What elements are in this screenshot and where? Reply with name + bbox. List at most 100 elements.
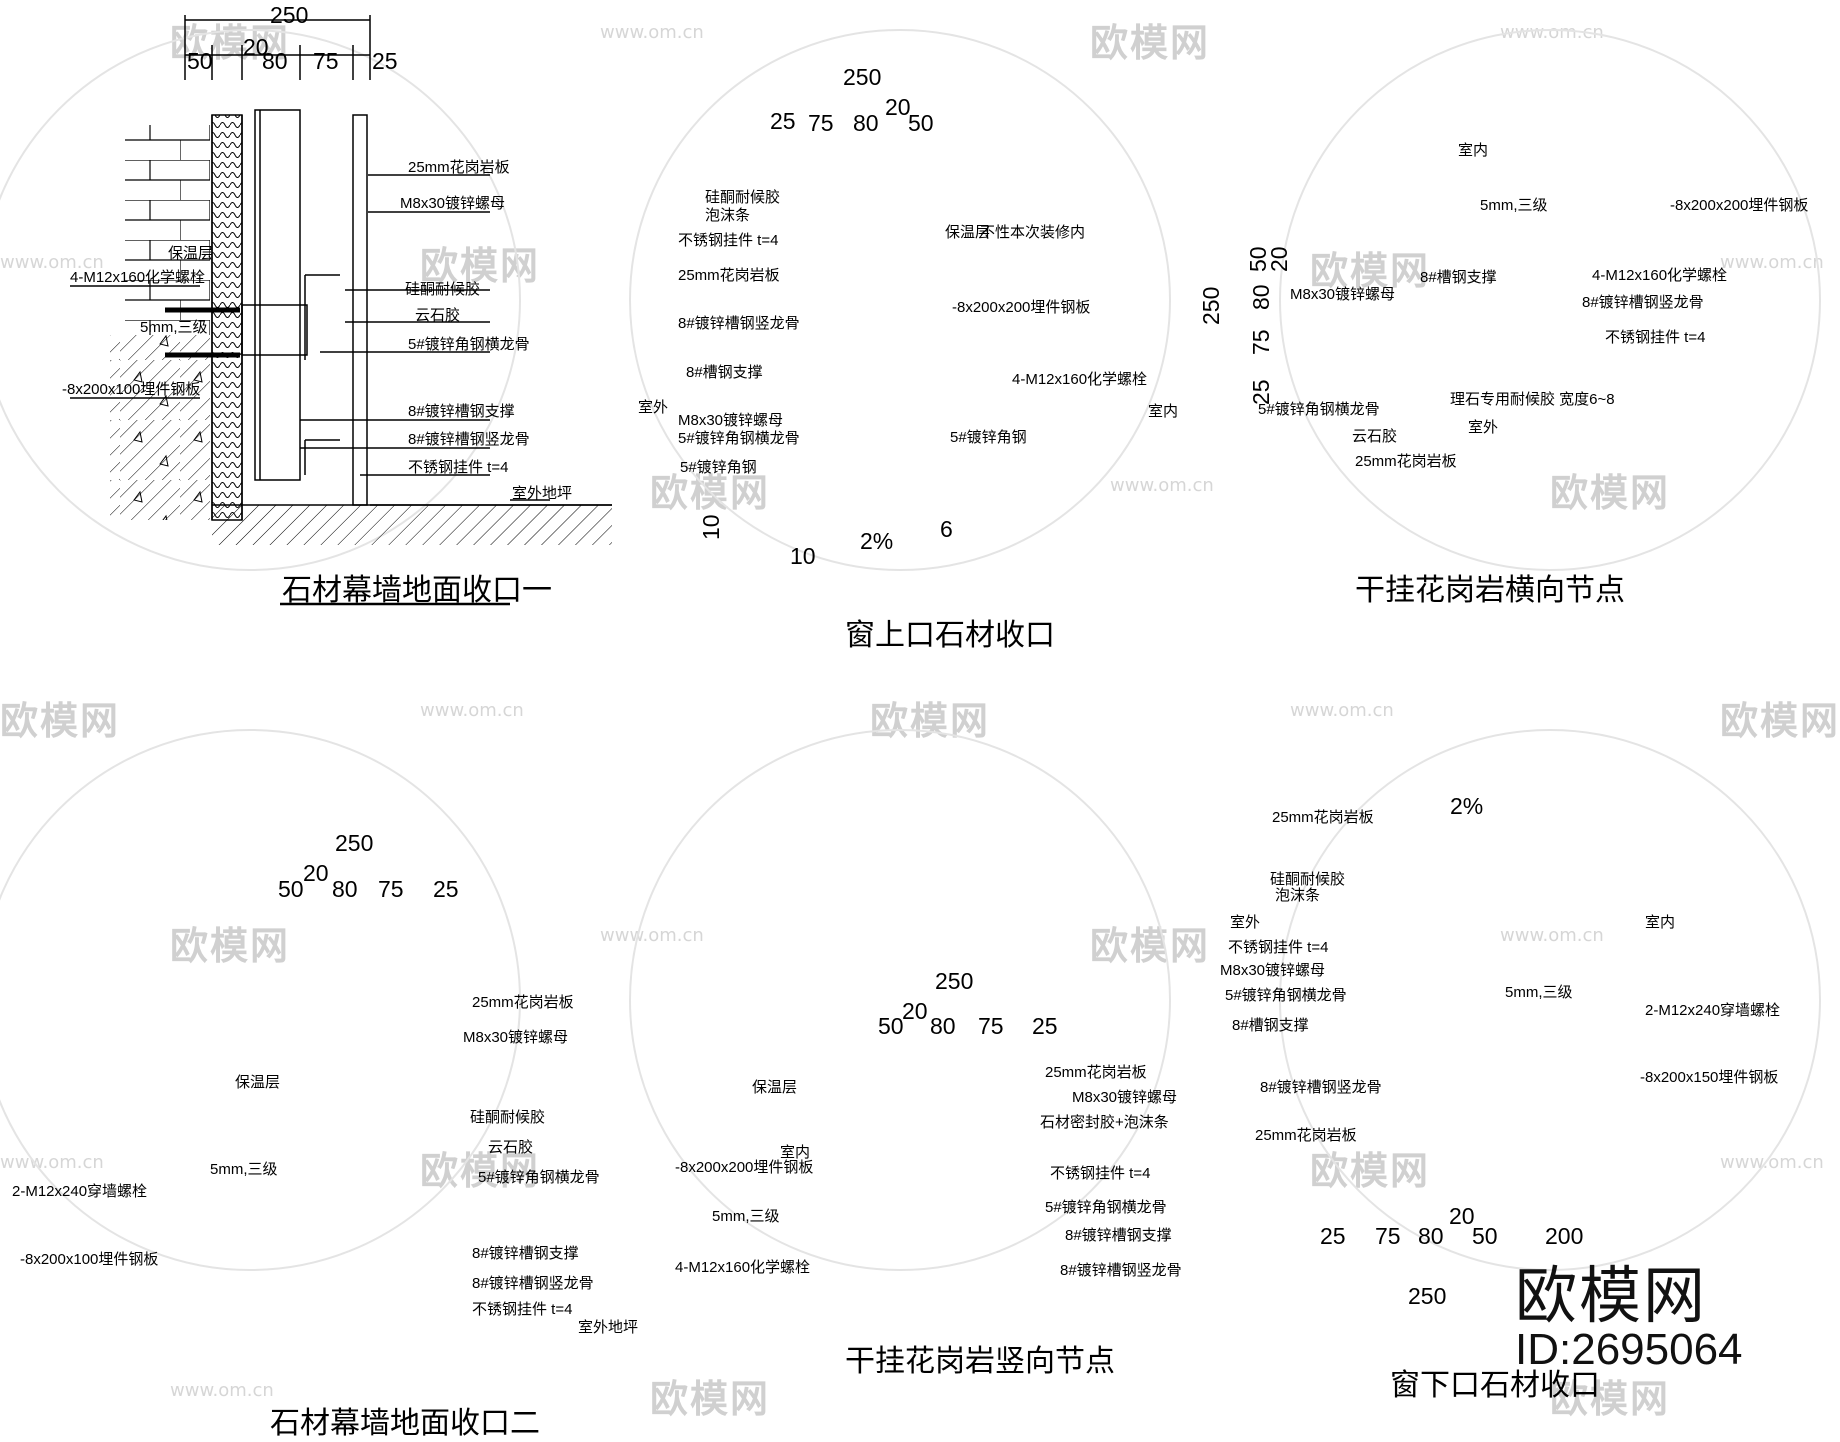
callout: 5#镀锌角钢 [680,459,757,476]
callout: 保温层 [235,1074,281,1091]
dim-label: 20 [1266,246,1292,272]
dim-total: 250 [843,64,882,90]
callout: 5mm,三级 [1505,984,1573,1001]
dim-label: 50 [878,1013,904,1039]
callout: 室外地坪 [512,485,573,502]
callout: 4-M12x160化学螺栓 [675,1259,811,1276]
callout: 云石胶 [1352,428,1398,445]
callout: 8#镀锌槽钢竖龙骨 [1260,1079,1382,1096]
dim-label: 200 [1545,1223,1584,1249]
dim-total: 250 [335,830,374,856]
dim-label: 75 [378,876,404,902]
callout: 硅酮耐候胶 [470,1109,546,1126]
dim-label: 75 [1248,329,1274,355]
brand-badge-id: ID:2695064 [1515,1325,1743,1374]
watermark-logo: 欧模网 [0,699,121,743]
diagram-title: 窗下口石材收口 [1390,1368,1600,1403]
dim-label: 50 [1472,1223,1498,1249]
callout: 5mm,三级 [1480,197,1548,214]
callout: -8x200x150埋件钢板 [1640,1069,1779,1086]
diagram-title: 石材幕墙地面收口二 [270,1406,540,1441]
callout: 8#镀锌槽钢竖龙骨 [1582,294,1704,311]
watermark-url: www.om.cn [1500,925,1604,946]
cad-linework [0,15,1821,1271]
callout: -8x200x100埋件钢板 [20,1251,159,1268]
dim-total: 250 [270,2,309,28]
watermark-url: www.om.cn [600,22,704,43]
callout: 5#镀锌角钢横龙骨 [478,1169,600,1186]
dim-total: 250 [935,968,974,994]
dim-label: 10 [790,543,816,569]
dim-label: 20 [902,998,928,1024]
callout: 泡沫条 [1275,887,1321,904]
callout: 室外 [1468,419,1499,436]
dim-label: 20 [303,860,329,886]
watermark-url: www.om.cn [1500,22,1604,43]
callout: 不锈钢挂件 t=4 [678,232,779,249]
callout: 25mm花岗岩板 [1045,1064,1147,1081]
callout: 5#镀锌角钢横龙骨 [678,430,800,447]
watermark-url: www.om.cn [0,252,104,273]
watermark-url: www.om.cn [170,1380,274,1401]
watermark-url: www.om.cn [1290,700,1394,721]
watermark-url: www.om.cn [1720,1152,1824,1173]
dim-label: 80 [1248,284,1274,310]
callout: 4-M12x160化学螺栓 [1012,371,1148,388]
callout: 25mm花岗岩板 [1272,809,1374,826]
callout: 25mm花岗岩板 [1255,1127,1357,1144]
dim-label: 25 [770,108,796,134]
callout: M8x30镀锌螺母 [1290,286,1396,303]
dim-label: 50 [278,876,304,902]
callout: 不锈钢挂件 t=4 [472,1301,573,1318]
dim-label: 75 [1375,1223,1401,1249]
callout: M8x30镀锌螺母 [400,195,506,212]
dim-label: 25 [1320,1223,1346,1249]
dim-label: 75 [978,1013,1004,1039]
dim-label: 25 [1032,1013,1058,1039]
callout: 5mm,三级 [210,1161,278,1178]
callout: 室内 [1645,914,1676,931]
dim-label: 75 [313,48,339,74]
diagram-title: 石材幕墙地面收口一 [282,573,552,608]
dim-label: 6 [940,516,953,542]
dim-label: 50 [187,48,213,74]
dim-label: 20 [243,34,269,60]
callout: 5mm,三级 [712,1208,780,1225]
callout: 25mm花岗岩板 [472,994,574,1011]
watermark-logo: 欧模网 [170,924,291,968]
callout: 5mm,三级 [140,319,208,336]
callout: 不锈钢挂件 t=4 [408,459,509,476]
callout: 2-M12x240穿墙螺栓 [12,1183,148,1200]
callout: M8x30镀锌螺母 [463,1029,569,1046]
watermark-logo: 欧模网 [170,21,291,65]
watermark-url: www.om.cn [600,925,704,946]
callout: 保温层 [752,1079,798,1096]
callout: 硅酮耐候胶 [705,189,781,206]
diagram-1-linework [70,15,612,606]
diagram-title: 干挂花岗岩横向节点 [1355,573,1625,608]
callout: 不锈钢挂件 t=4 [1050,1165,1151,1182]
watermark-logo: 欧模网 [1090,21,1211,65]
dim-label: 80 [853,110,879,136]
callout: 8#镀锌槽钢支撑 [472,1245,579,1262]
callout: 8#镀锌槽钢竖龙骨 [678,315,800,332]
dim-label: 25 [372,48,398,74]
callout: 云石胶 [415,307,461,324]
callout: 室外地坪 [578,1319,639,1336]
dim-label: 80 [1418,1223,1444,1249]
dim-label: 20 [1449,1203,1475,1229]
callout: 25mm花岗岩板 [678,267,780,284]
dim-label: 80 [930,1013,956,1039]
callout: 5#镀锌角钢横龙骨 [1225,987,1347,1004]
callout: 5#镀锌角钢横龙骨 [1045,1199,1167,1216]
callout: 8#槽钢支撑 [1232,1017,1309,1034]
watermark-url: www.om.cn [0,1152,104,1173]
callout: 云石胶 [488,1139,534,1156]
callout: 2-M12x240穿墙螺栓 [1645,1002,1781,1019]
callout: 8#槽钢支撑 [686,364,763,381]
callout: 硅酮耐候胶 [1270,871,1346,888]
dim-label: 20 [885,94,911,120]
dim-label: 80 [332,876,358,902]
callout: 不锈钢挂件 t=4 [1228,939,1329,956]
